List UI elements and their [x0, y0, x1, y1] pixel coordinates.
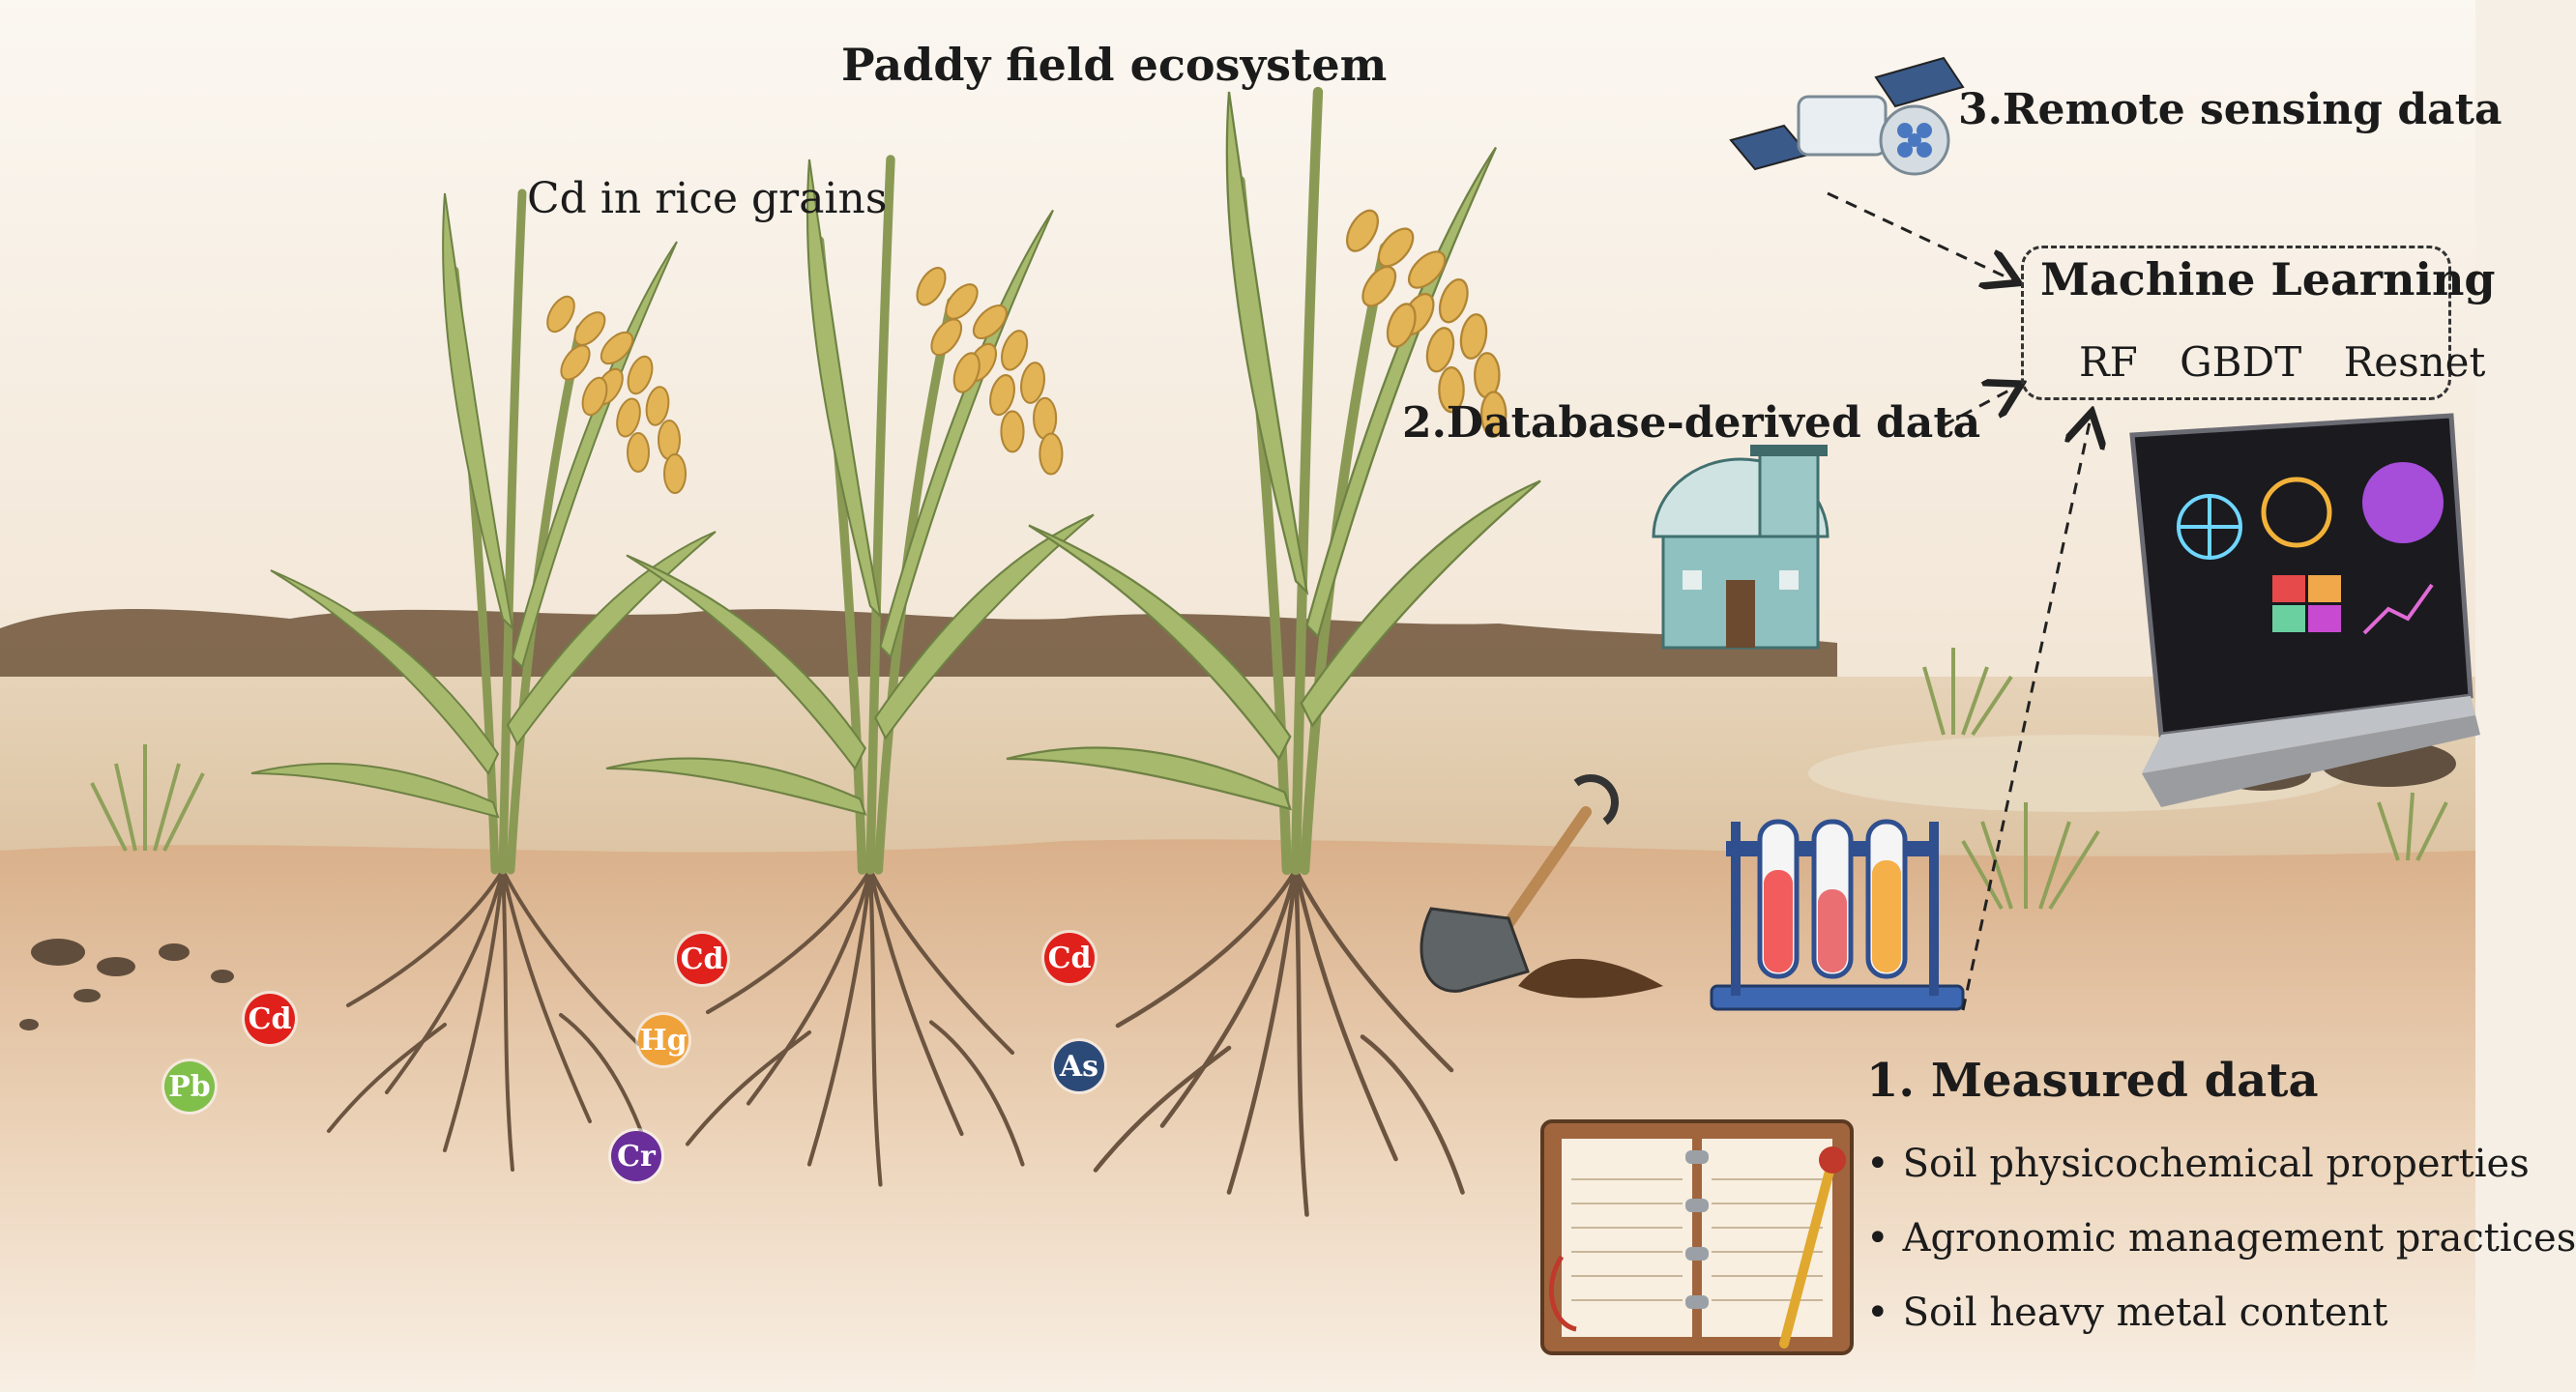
metal-badge-cr: Cr — [611, 1131, 661, 1181]
measured-data-title: 1. Measured data — [1866, 1054, 2319, 1108]
ml-algorithm-list: RF GBDT Resnet — [2079, 338, 2485, 386]
notebook-icon — [1540, 1119, 1854, 1355]
machine-learning-title: Machine Learning — [2040, 253, 2496, 305]
sky — [0, 0, 2475, 677]
metal-badge-cd: Cd — [245, 994, 295, 1044]
algorithm-resnet: Resnet — [2343, 338, 2486, 386]
metal-badge-as: As — [1054, 1041, 1104, 1091]
algorithm-gbdt: GBDT — [2180, 338, 2302, 386]
grain-label: Cd in rice grains — [527, 174, 888, 223]
list-item: Soil heavy metal content — [1866, 1280, 2576, 1354]
grass-tufts — [90, 648, 2448, 911]
metal-badge-cd: Cd — [677, 934, 727, 984]
page-title: Paddy field ecosystem — [841, 39, 1388, 91]
machine-learning-box — [2021, 246, 2451, 400]
algorithm-rf: RF — [2079, 338, 2138, 386]
soil-layer — [0, 839, 2475, 1392]
observatory-icon — [1652, 445, 1830, 650]
measured-data-list: Soil physicochemical properties Agronomi… — [1866, 1131, 2576, 1354]
test-tubes-icon — [1710, 819, 1965, 1011]
laptop-icon — [2129, 413, 2480, 807]
metal-badge-pb: Pb — [164, 1061, 215, 1112]
database-label: 2.Database-derived data — [1402, 398, 1981, 448]
list-item: Soil physicochemical properties — [1866, 1131, 2576, 1205]
metal-badge-cd: Cd — [1044, 933, 1095, 983]
shovel-icon — [1420, 774, 1663, 999]
remote-sensing-label: 3.Remote sensing data — [1958, 85, 2503, 134]
metal-badge-hg: Hg — [638, 1015, 688, 1065]
paddy-field-illustration — [0, 0, 2480, 1392]
satellite-icon — [1729, 56, 1965, 176]
data-flow-arrows — [1827, 191, 2091, 1011]
list-item: Agronomic management practices — [1866, 1205, 2576, 1280]
